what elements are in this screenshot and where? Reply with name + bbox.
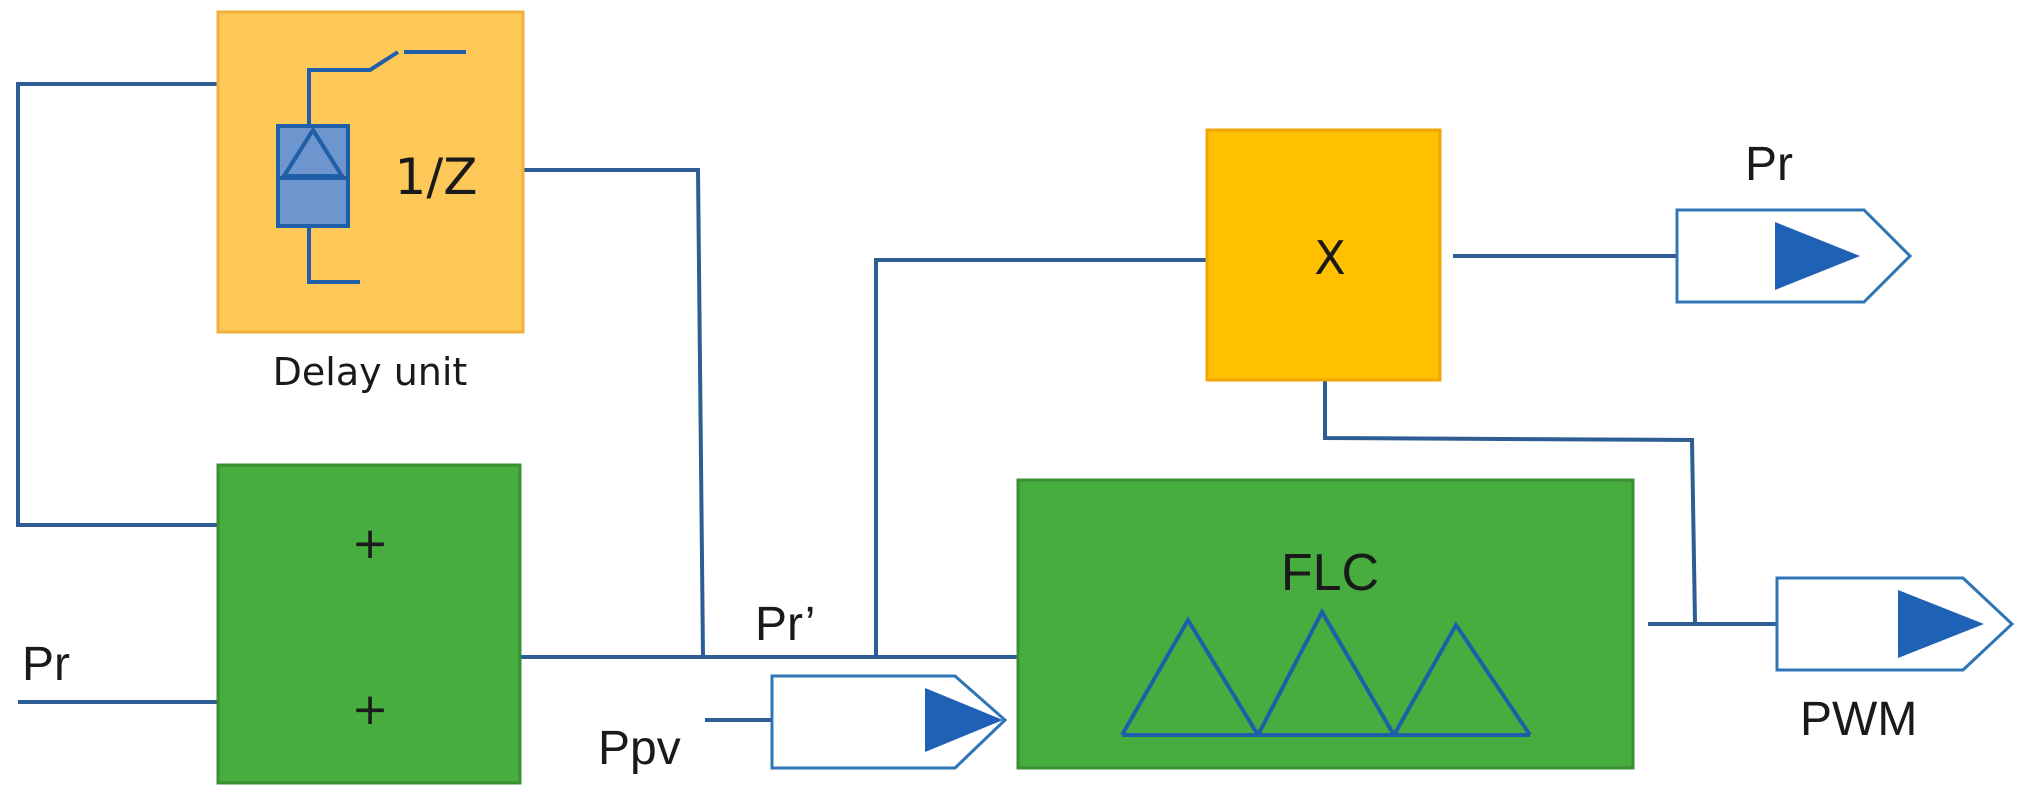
ppv-port — [770, 674, 1008, 770]
flc-block: FLC — [1016, 478, 1635, 770]
wire-multiply-to-pwm — [1323, 380, 1697, 623]
flc-title: FLC — [1281, 544, 1379, 602]
delay-caption: Delay unit — [273, 350, 468, 394]
pr-output-label: Pr — [1745, 138, 1793, 191]
wire-branch-multiply — [874, 258, 1207, 657]
delay-unit-block: 1/Z Delay unit — [216, 10, 525, 394]
delay-symbol: 1/Z — [395, 148, 478, 206]
pr-output-port — [1675, 208, 1913, 304]
multiply-symbol: X — [1314, 231, 1346, 285]
wire-delay-feedback — [16, 82, 218, 527]
pr-input-label: Pr — [22, 638, 70, 691]
sum-sign-top: + — [352, 518, 389, 569]
pr-prime-label: Pr’ — [755, 598, 815, 651]
ppv-label: Ppv — [598, 722, 681, 775]
pwm-output-port — [1775, 576, 2015, 672]
sum-block: + + — [216, 463, 522, 785]
membership-functions-icon — [1120, 607, 1532, 737]
multiply-block: X — [1205, 128, 1442, 382]
delay-switch-icon — [276, 50, 466, 284]
wires — [16, 82, 1908, 722]
signal-labels: Pr Pr’ Ppv Pr PWM — [22, 138, 1917, 775]
sum-sign-bottom: + — [352, 684, 389, 735]
wire-delay-output — [524, 168, 705, 658]
pwm-output-label: PWM — [1800, 693, 1917, 746]
